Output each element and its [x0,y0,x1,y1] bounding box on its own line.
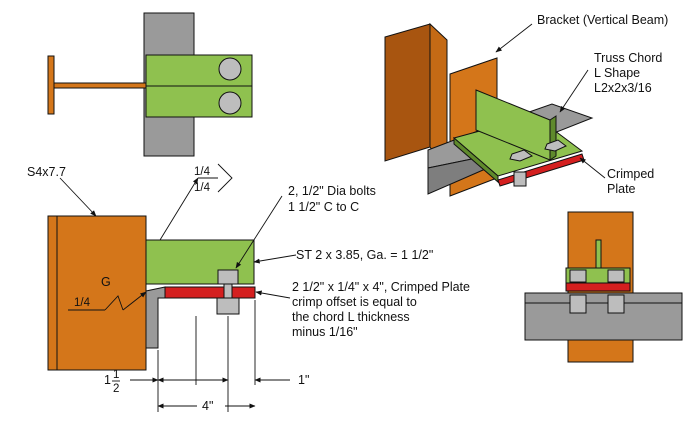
truss-chord-label-1: Truss Chord [594,51,662,65]
bolt-head-icon [544,139,567,152]
crimped-plate-elevation [164,286,256,299]
plate-label-4: minus 1/16" [292,325,358,339]
i-beam-end-view-icon [47,55,147,115]
plate-label-2: crimp offset is equal to [292,295,417,309]
bolts-label-2: 1 1/2" C to C [288,200,359,214]
beam-size-label: S4x7.7 [27,165,66,179]
bolts-label-1: 2, 1/2" Dia bolts [288,184,376,198]
tee-spec-label: ST 2 x 3.85, Ga. = 1 1/2" [296,248,433,262]
section-view [524,211,683,363]
dimension-arrow-icon [130,300,290,412]
elevation-view [47,163,297,412]
dim-right-label: 1" [298,373,309,387]
weld-top-label-b: 1/4 [194,182,211,194]
bolt-head-icon [218,91,242,115]
weld-symbol-arrow-icon [159,163,233,241]
plan-view [47,12,253,157]
bolt-head-icon [218,57,242,81]
dim-total-label: 4" [202,399,213,413]
crimped-label-2: Plate [607,182,636,196]
weld-top-label-a: 1/4 [194,166,211,178]
truss-chord-label-3: L2x2x3/16 [594,81,652,95]
dim-left-denominator: 2 [113,383,119,395]
weld-side-label: 1/4 [74,297,91,309]
plate-label-1: 2 1/2" x 1/4" x 4", Crimped Plate [292,280,470,294]
isometric-view [384,22,594,197]
dim-left-numerator: 1 [113,369,119,381]
gauge-label: G [101,275,111,289]
weld-symbol-arrow-icon [68,291,147,311]
plate-label-3: the chord L thickness [292,310,410,324]
crimped-label-1: Crimped [607,167,654,181]
bolt-head-icon [569,269,587,314]
bolt-head-icon [509,149,533,187]
bolt-head-icon [607,269,625,314]
truss-chord-label-2: L Shape [594,66,640,80]
beam-elevation [47,215,147,371]
bolt-head-icon [216,269,240,315]
bracket-label: Bracket (Vertical Beam) [537,13,668,27]
dim-left-whole: 1 [104,373,111,387]
